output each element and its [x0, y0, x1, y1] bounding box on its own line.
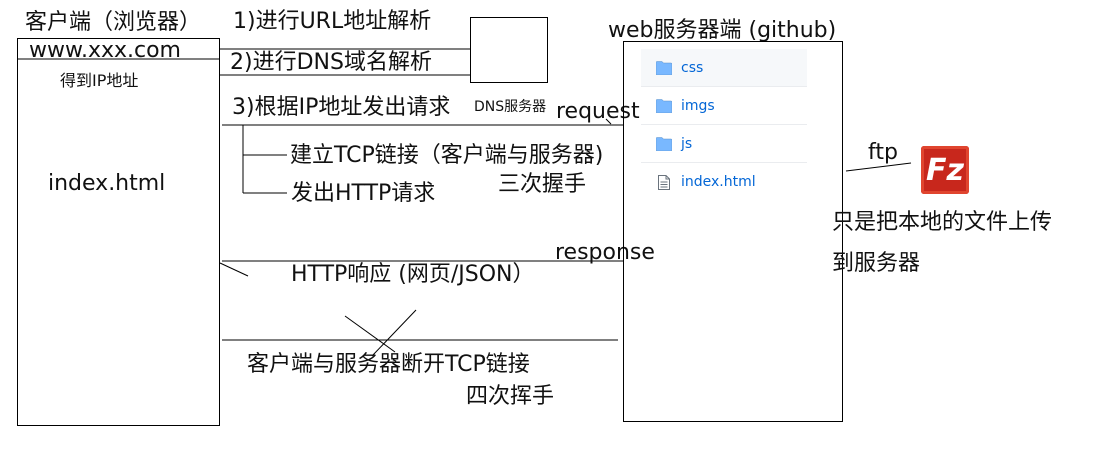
- wave-label: 四次挥手: [466, 384, 555, 409]
- disconnect-label: 客户端与服务器断开TCP链接: [247, 352, 530, 377]
- http-request-label: 发出HTTP请求: [291, 181, 436, 206]
- client-ip-note: 得到IP地址: [60, 71, 139, 90]
- dns-server-label: DNS服务器: [474, 99, 547, 115]
- server-box: [623, 41, 843, 422]
- client-box: [17, 38, 220, 426]
- request-label: request: [556, 99, 640, 124]
- file-row-index[interactable]: index.html: [641, 163, 807, 201]
- http-response-label: HTTP响应 (网页/JSON）: [291, 262, 535, 287]
- ftp-note-line1: 只是把本地的文件上传: [832, 210, 1053, 235]
- dns-server-box: [470, 17, 548, 83]
- step-send-request: 3)根据IP地址发出请求: [232, 95, 451, 120]
- file-name[interactable]: js: [681, 135, 693, 152]
- folder-icon: [649, 60, 679, 75]
- file-row-js[interactable]: js: [641, 125, 807, 163]
- file-name[interactable]: imgs: [681, 97, 715, 114]
- file-name[interactable]: index.html: [681, 174, 756, 190]
- file-icon: [649, 174, 679, 190]
- filezilla-logo-icon: Fz: [921, 146, 969, 194]
- step-url-parse: 1)进行URL地址解析: [233, 9, 432, 34]
- client-url: www.xxx.com: [29, 38, 181, 63]
- folder-icon: [649, 136, 679, 151]
- ftp-note-line2: 到服务器: [832, 251, 921, 276]
- file-row-css[interactable]: css: [641, 49, 807, 87]
- file-row-imgs[interactable]: imgs: [641, 87, 807, 125]
- tcp-connect-label: 建立TCP链接（客户端与服务器): [290, 143, 604, 168]
- file-name[interactable]: css: [681, 59, 704, 76]
- server-title: web服务器端 (github): [608, 18, 837, 43]
- client-title: 客户端（浏览器）: [25, 10, 202, 35]
- ftp-label: ftp: [868, 140, 898, 165]
- handshake-label: 三次握手: [498, 172, 587, 197]
- response-label: response: [555, 240, 655, 265]
- step-dns-parse: 2)进行DNS域名解析: [230, 50, 432, 75]
- client-file: index.html: [48, 171, 166, 196]
- folder-icon: [649, 98, 679, 113]
